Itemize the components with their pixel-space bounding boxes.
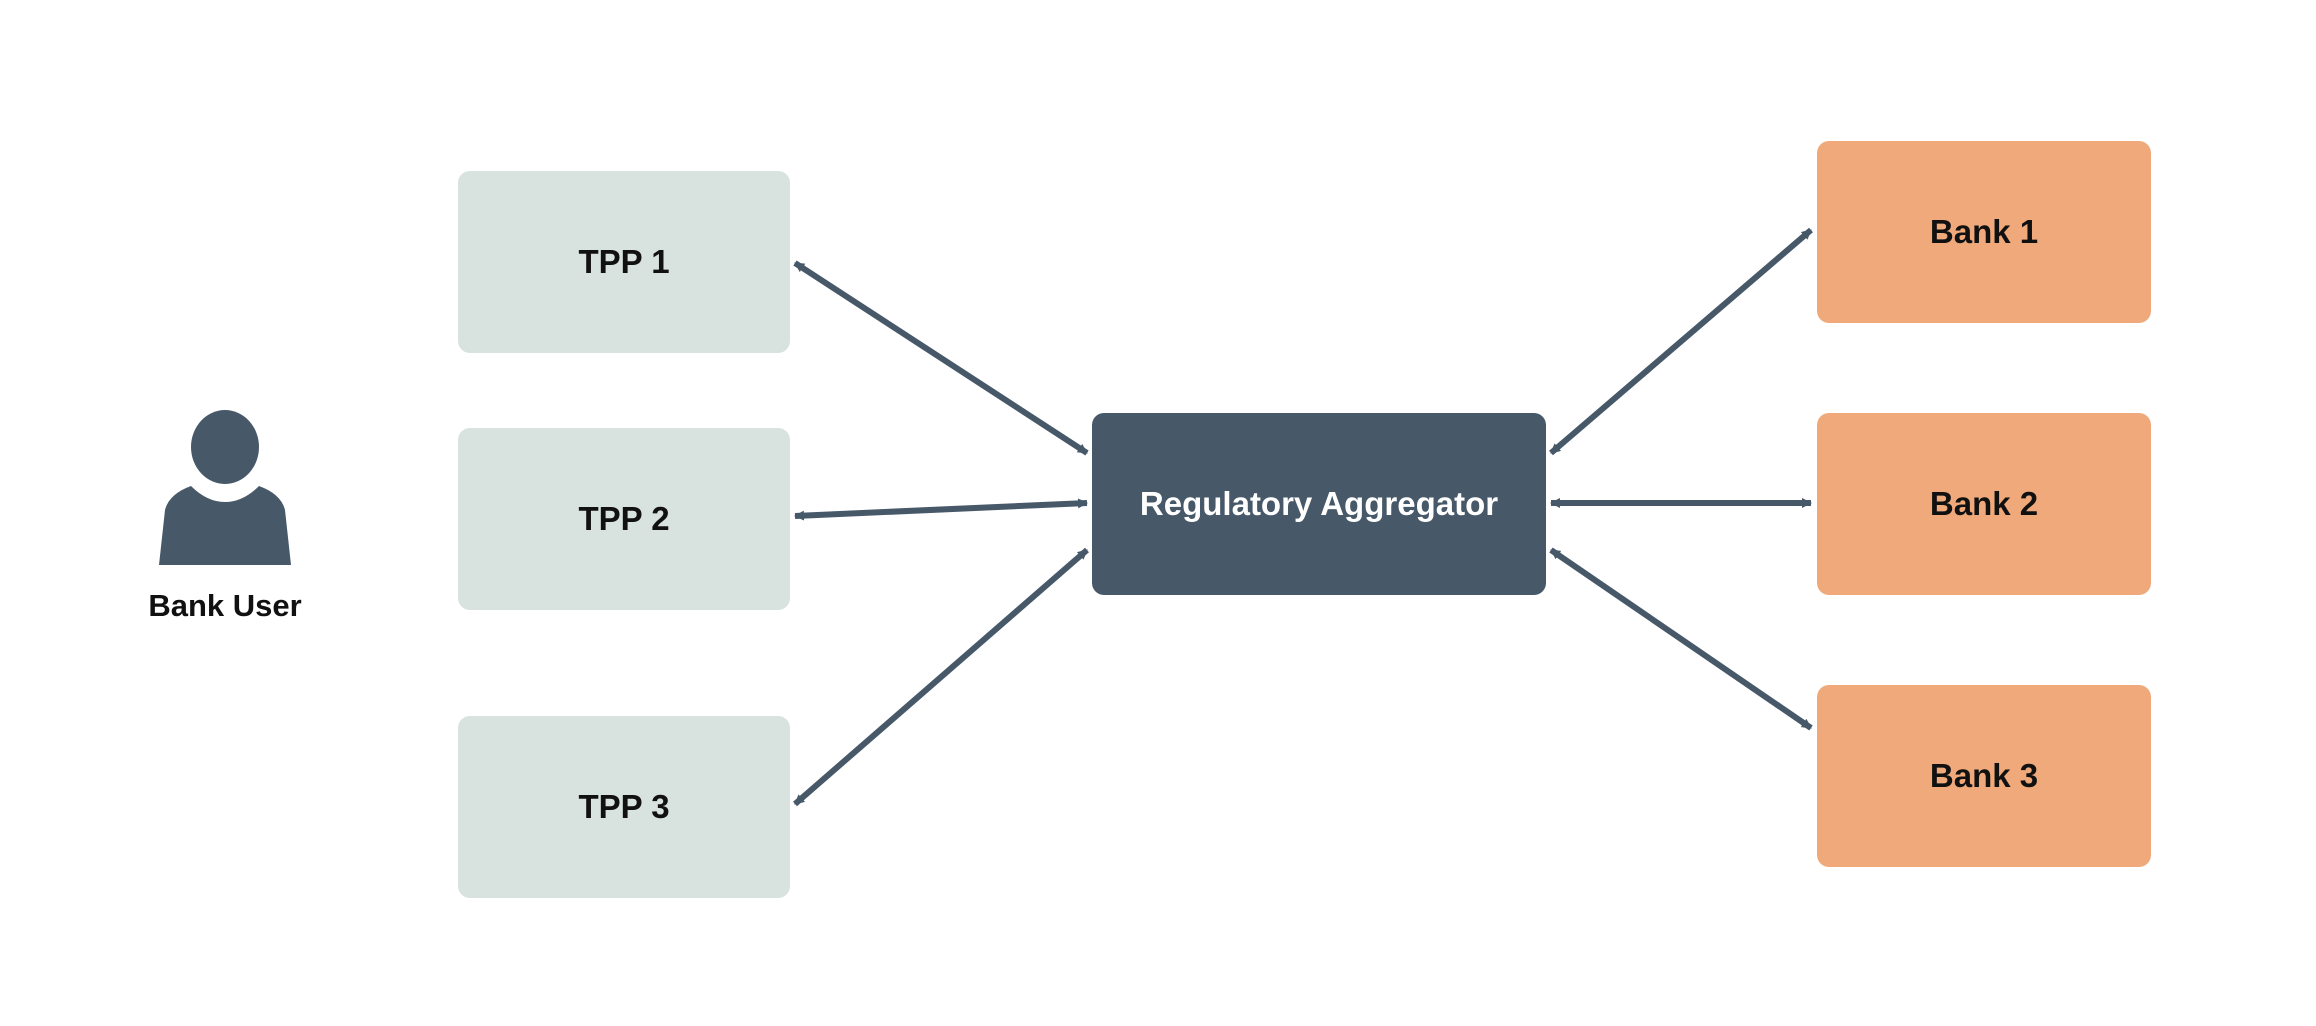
bank-user: Bank User: [140, 410, 310, 640]
regulatory-aggregator-box[interactable]: Regulatory Aggregator: [1092, 413, 1546, 595]
bank-2-box[interactable]: Bank 2: [1817, 413, 2151, 595]
connector-bank-3-aggregator: [1549, 547, 1813, 731]
regulatory-aggregator-label: Regulatory Aggregator: [1139, 485, 1499, 522]
bank-3-label: Bank 3: [1929, 757, 2039, 794]
tpp-3-label: TPP 3: [578, 788, 670, 825]
connector-tpp-1-aggregator: [793, 260, 1089, 456]
tpp-1-box[interactable]: TPP 1: [458, 171, 790, 353]
bank-1-label: Bank 1: [1929, 213, 2039, 250]
tpp-2-label: TPP 2: [578, 500, 670, 537]
tpp-3-box[interactable]: TPP 3: [458, 716, 790, 898]
bank-3-box[interactable]: Bank 3: [1817, 685, 2151, 867]
connector-bank-1-aggregator: [1549, 227, 1813, 456]
bank-2-label: Bank 2: [1929, 485, 2039, 522]
connector-tpp-2-aggregator: [794, 498, 1088, 521]
connector-tpp-3-aggregator: [793, 547, 1089, 807]
person-icon: [159, 410, 291, 565]
tpp-1-label: TPP 1: [578, 243, 670, 280]
tpp-2-box[interactable]: TPP 2: [458, 428, 790, 610]
bank-user-label: Bank User: [148, 588, 302, 623]
bank-1-box[interactable]: Bank 1: [1817, 141, 2151, 323]
